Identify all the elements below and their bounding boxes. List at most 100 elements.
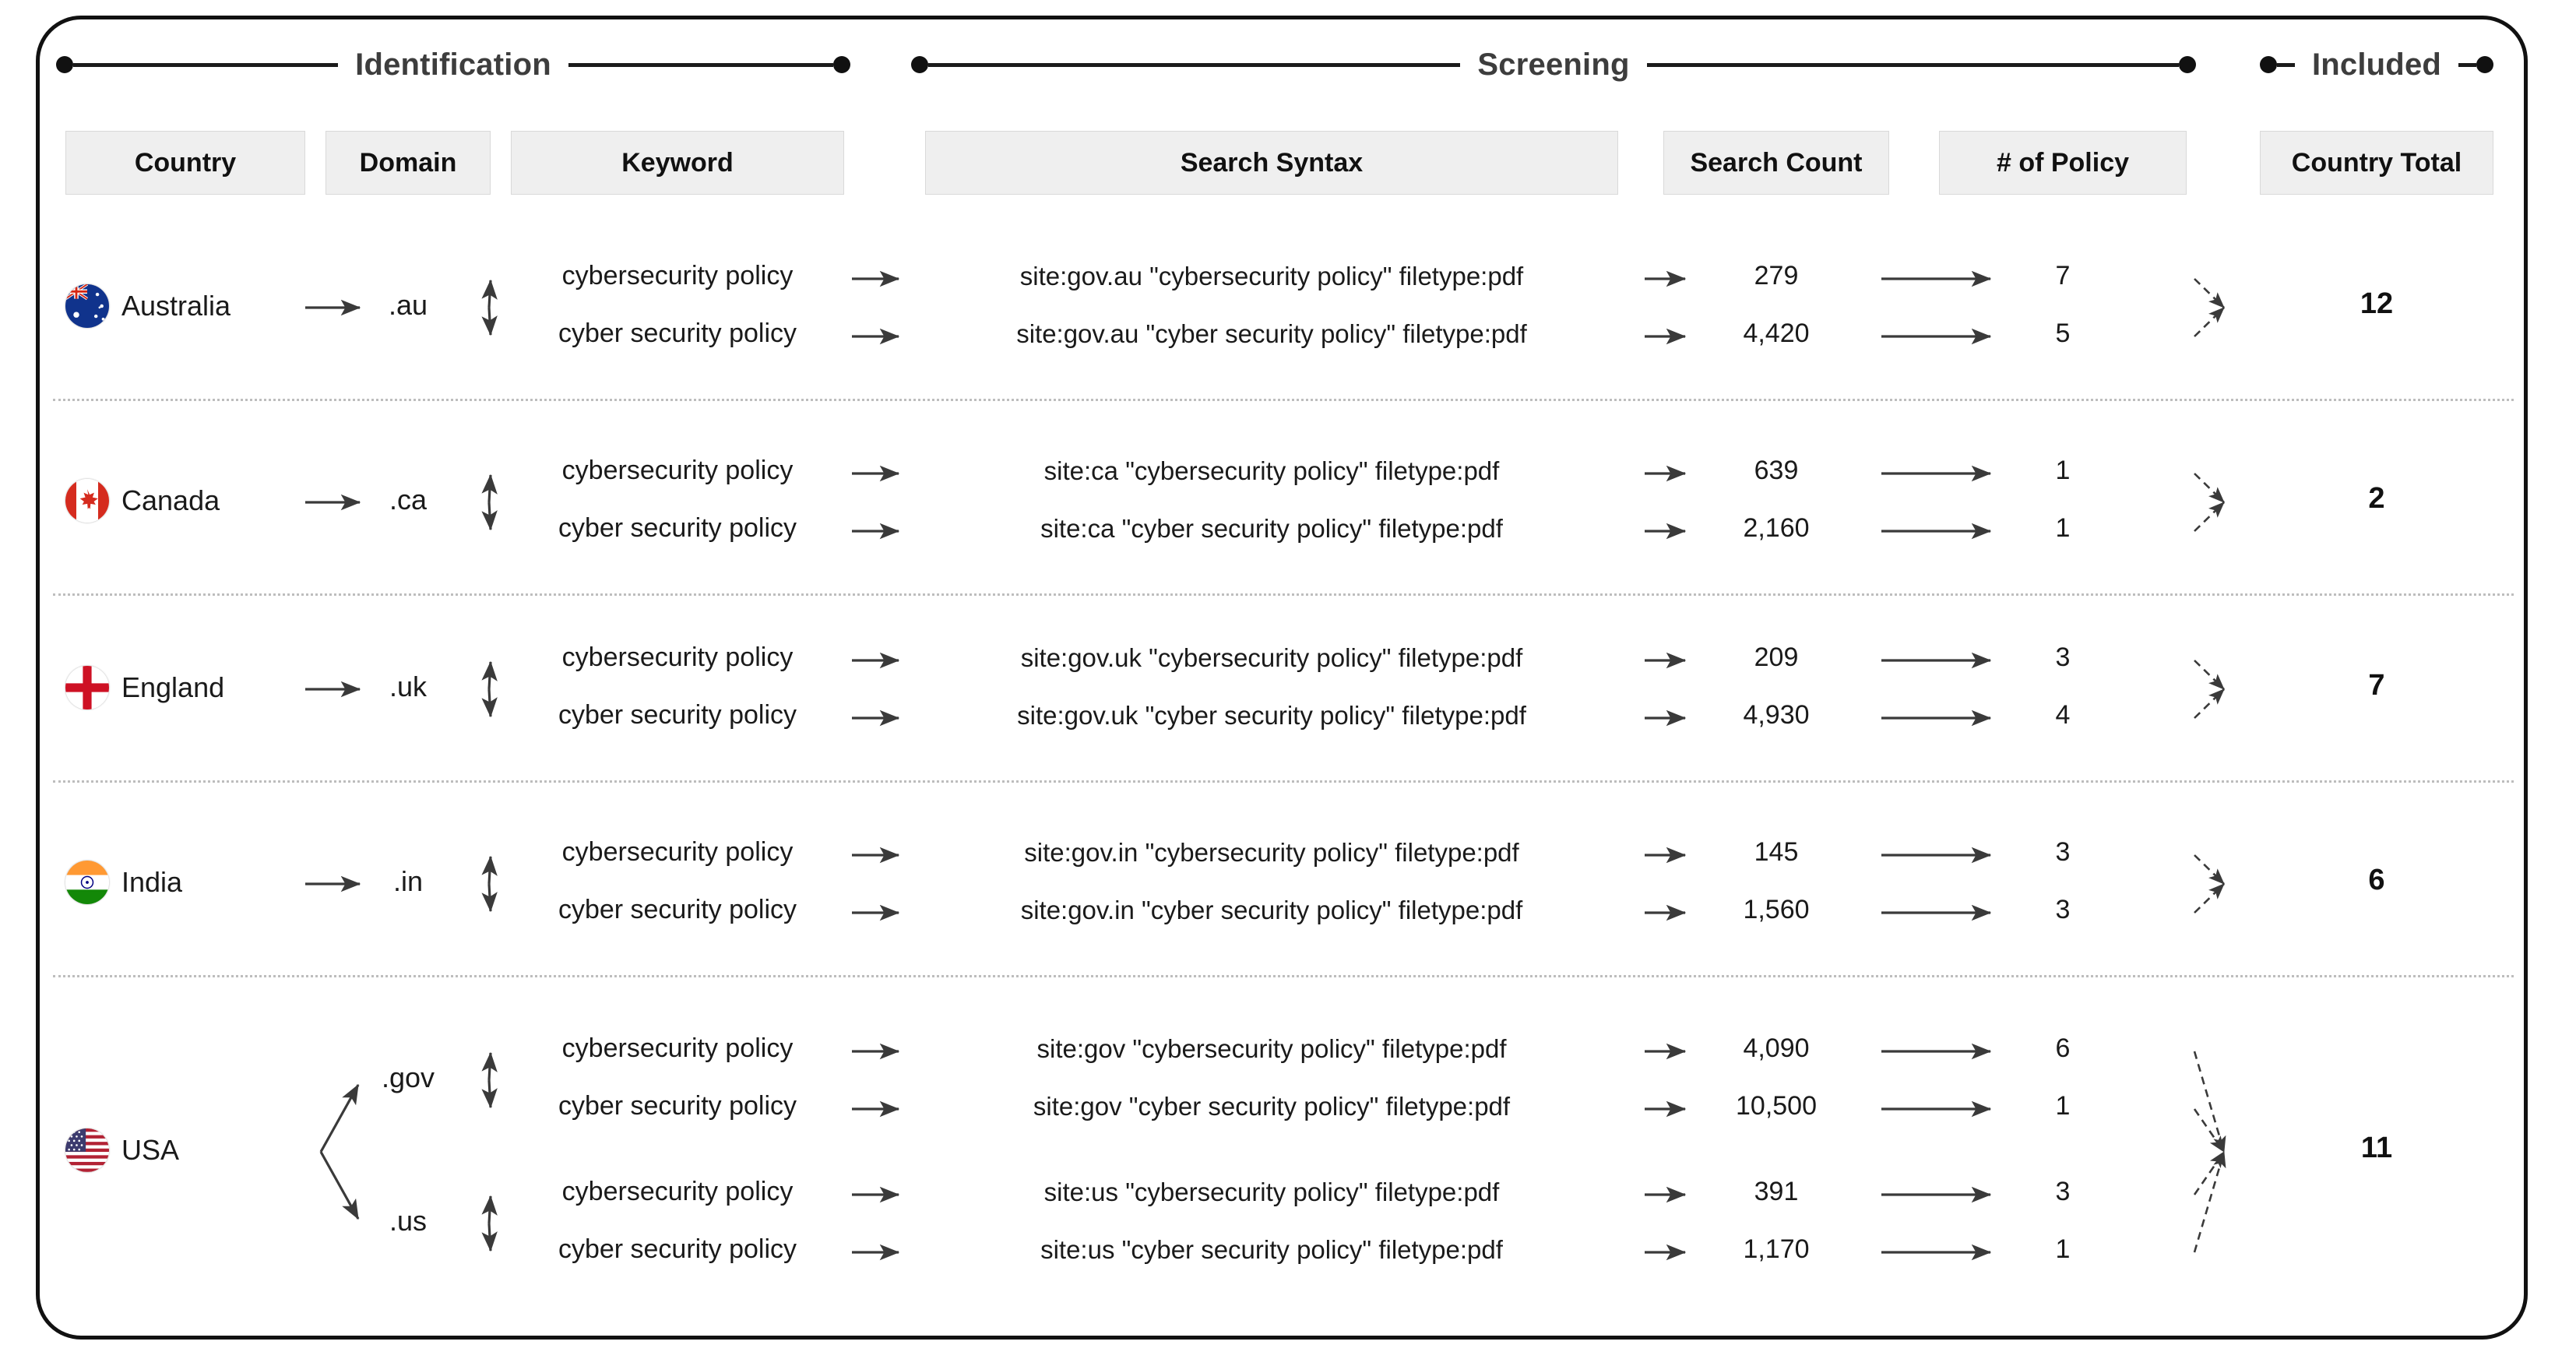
keyword-cell: cybersecurity policy [561, 261, 794, 290]
phase-start-dot-icon [911, 56, 928, 73]
row-separator [53, 399, 2514, 401]
flag-india-icon [65, 861, 109, 904]
column-header-search-count: Search Count [1663, 131, 1889, 195]
search-count-cell: 2,160 [1743, 513, 1810, 543]
country-label: Canada [121, 484, 220, 516]
flag-australia-icon [65, 284, 109, 328]
country-row: India .in cybersecurity policy site:gov.in … [0, 802, 2576, 966]
country-total-cell: 12 [2360, 287, 2394, 320]
country-cell: Australia [65, 284, 305, 328]
search-count-cell: 1,560 [1743, 895, 1810, 924]
search-syntax-cell: site:gov.au "cyber security policy" file… [1016, 319, 1527, 348]
policy-count-cell: 1 [2055, 1091, 2071, 1121]
phase-rule-left [2277, 62, 2295, 67]
keyword-cell: cybersecurity policy [561, 1177, 794, 1206]
keyword-cell: cyber security policy [558, 895, 797, 924]
phase-rule-right [568, 62, 833, 67]
search-count-cell: 639 [1754, 456, 1799, 485]
search-syntax-cell: site:gov.uk "cyber security policy" file… [1017, 701, 1526, 730]
phase-screening: Screening [911, 37, 2197, 92]
keyword-cell: cyber security policy [558, 700, 797, 730]
search-count-cell: 4,420 [1743, 319, 1810, 348]
phase-identification: Identification [56, 37, 850, 92]
country-cell: USA [65, 1128, 305, 1172]
domain-cell: .in [392, 865, 424, 897]
search-syntax-cell: site:ca "cyber security policy" filetype… [1040, 514, 1503, 543]
keyword-cell: cybersecurity policy [561, 1033, 794, 1063]
policy-to-total-arrow [2194, 473, 2225, 503]
policy-to-total-arrow [2194, 660, 2225, 690]
column-header-num-policy: # of Policy [1939, 131, 2187, 195]
phase-start-dot-icon [56, 56, 73, 73]
row-separator [53, 975, 2514, 977]
column-header-row: Country Domain Keyword Search Syntax Sea… [0, 131, 2576, 195]
search-count-cell: 1,170 [1743, 1234, 1810, 1264]
phase-end-dot-icon [2476, 56, 2493, 73]
search-syntax-cell: site:gov "cyber security policy" filetyp… [1033, 1092, 1511, 1121]
policy-to-total-arrow [2194, 307, 2225, 337]
policy-count-cell: 6 [2055, 1033, 2071, 1063]
domain-cell: .ca [389, 484, 428, 516]
policy-to-total-arrow [2193, 1108, 2226, 1153]
policy-count-cell: 7 [2055, 261, 2071, 290]
phase-included: Included [2260, 37, 2493, 92]
flag-usa-icon [65, 1128, 109, 1172]
search-count-cell: 4,090 [1743, 1033, 1810, 1063]
column-header-keyword: Keyword [511, 131, 844, 195]
country-total-cell: 11 [2360, 1132, 2393, 1164]
search-syntax-cell: site:gov.in "cybersecurity policy" filet… [1024, 838, 1519, 867]
keyword-cell: cybersecurity policy [561, 643, 794, 672]
policy-count-cell: 4 [2055, 700, 2071, 730]
keyword-cell: cyber security policy [558, 319, 797, 348]
policy-to-total-arrow [2193, 1151, 2226, 1253]
phase-rule-left [73, 62, 339, 67]
search-count-cell: 391 [1754, 1177, 1799, 1206]
country-row: Australia .au cybersecurity policy site:gov… [0, 226, 2576, 389]
country-label: Australia [121, 290, 231, 322]
country-cell: India [65, 861, 305, 904]
keyword-cell: cybersecurity policy [561, 456, 794, 485]
country-to-domain-arrow [319, 1083, 360, 1153]
domain-cell: .us [389, 1205, 428, 1237]
domain-cell: .au [388, 289, 428, 321]
keyword-cell: cybersecurity policy [561, 837, 794, 867]
policy-to-total-arrow [2193, 1151, 2226, 1195]
column-header-country: Country [65, 131, 305, 195]
phase-included-label: Included [2311, 47, 2442, 82]
column-header-search-syntax: Search Syntax [925, 131, 1618, 195]
flag-england-icon [65, 666, 109, 709]
search-count-cell: 4,930 [1743, 700, 1810, 730]
country-label: India [121, 866, 183, 898]
policy-count-cell: 1 [2055, 1234, 2071, 1264]
row-separator [53, 780, 2514, 783]
country-label: England [121, 671, 225, 703]
policy-count-cell: 5 [2055, 319, 2071, 348]
country-total-cell: 6 [2368, 864, 2385, 896]
country-row: Canada .ca cybersecurity policy site:ca "cy… [0, 421, 2576, 584]
search-syntax-cell: site:gov "cybersecurity policy" filetype… [1036, 1034, 1507, 1063]
policy-to-total-arrow [2194, 688, 2225, 719]
policy-count-cell: 3 [2055, 643, 2071, 672]
phase-rule-right [1646, 62, 2180, 67]
search-count-cell: 10,500 [1736, 1091, 1817, 1121]
keyword-cell: cyber security policy [558, 513, 797, 543]
search-syntax-cell: site:gov.uk "cybersecurity policy" filet… [1020, 643, 1523, 672]
phase-start-dot-icon [2260, 56, 2277, 73]
policy-to-total-arrow [2194, 278, 2225, 308]
policy-count-cell: 3 [2055, 1177, 2071, 1206]
phase-rule-left [928, 62, 1461, 67]
policy-to-total-arrow [2194, 502, 2225, 532]
column-header-domain: Domain [326, 131, 491, 195]
phase-end-dot-icon [2179, 56, 2197, 73]
country-cell: England [65, 666, 305, 709]
policy-count-cell: 1 [2055, 456, 2071, 485]
search-syntax-cell: site:us "cyber security policy" filetype… [1040, 1235, 1503, 1264]
country-label: USA [121, 1134, 180, 1166]
column-header-country-total: Country Total [2260, 131, 2493, 195]
policy-count-cell: 1 [2055, 513, 2071, 543]
policy-to-total-arrow [2194, 883, 2225, 914]
policy-to-total-arrow [2194, 854, 2225, 885]
policy-to-total-arrow [2193, 1051, 2226, 1153]
keyword-cell: cyber security policy [558, 1091, 797, 1121]
